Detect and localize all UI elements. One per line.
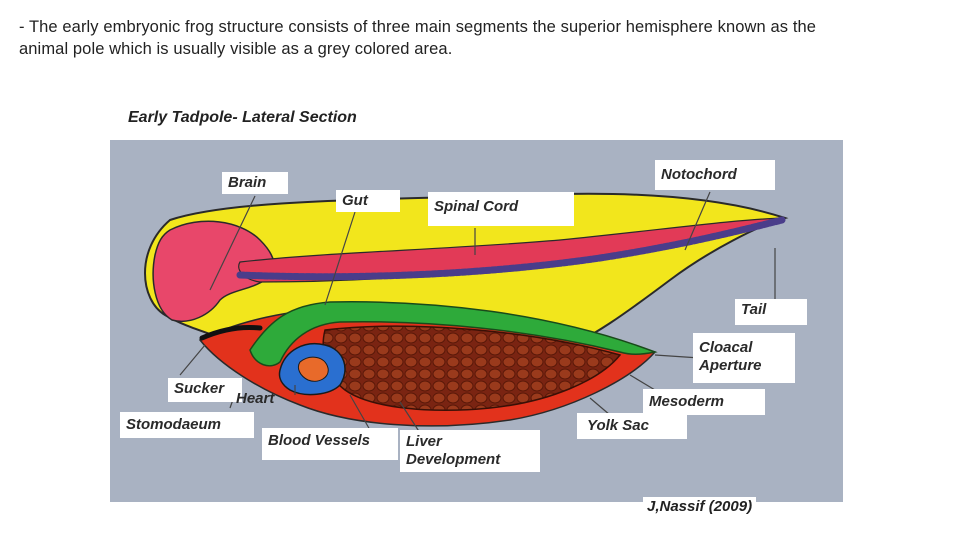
label-blood-vessels: Blood Vessels [262,428,398,460]
label-sucker: Sucker [168,378,242,402]
figure-title: Early Tadpole- Lateral Section [128,109,357,126]
sucker-edge [199,325,263,341]
label-liver-line-2: Development [406,451,501,468]
label-liver-development: Liver Development [400,430,540,472]
label-yolk-sac: Yolk Sac [577,413,687,439]
label-tail: Tail [735,299,807,325]
heart-chamber [297,356,329,382]
label-stomodaeum: Stomodaeum [120,412,254,438]
label-spinal-cord: Spinal Cord [428,192,574,226]
label-liver-line-1: Liver [406,433,442,450]
caption-line-1: - The early embryonic frog structure con… [19,18,817,36]
notochord-line [236,216,786,281]
label-cloacal-aperture: Cloacal Aperture [693,333,795,383]
label-notochord: Notochord [655,160,775,190]
label-brain: Brain [222,172,288,194]
gut-region [249,301,658,367]
caption-line-2: animal pole which is usually visible as … [19,40,453,58]
yolk-sac-region [322,325,622,411]
brain-region [152,220,275,322]
figure-credit: J,Nassif (2009) [643,497,757,516]
label-mesoderm: Mesoderm [643,389,765,415]
label-cloacal-line-1: Cloacal [699,339,753,356]
slide-caption: - The early embryonic frog structure con… [19,16,919,60]
label-cloacal-line-2: Aperture [699,357,762,374]
label-heart: Heart [236,390,275,407]
label-gut: Gut [336,190,400,212]
tadpole-diagram: Brain Gut Spinal Cord Notochord Tail Clo… [110,140,843,502]
